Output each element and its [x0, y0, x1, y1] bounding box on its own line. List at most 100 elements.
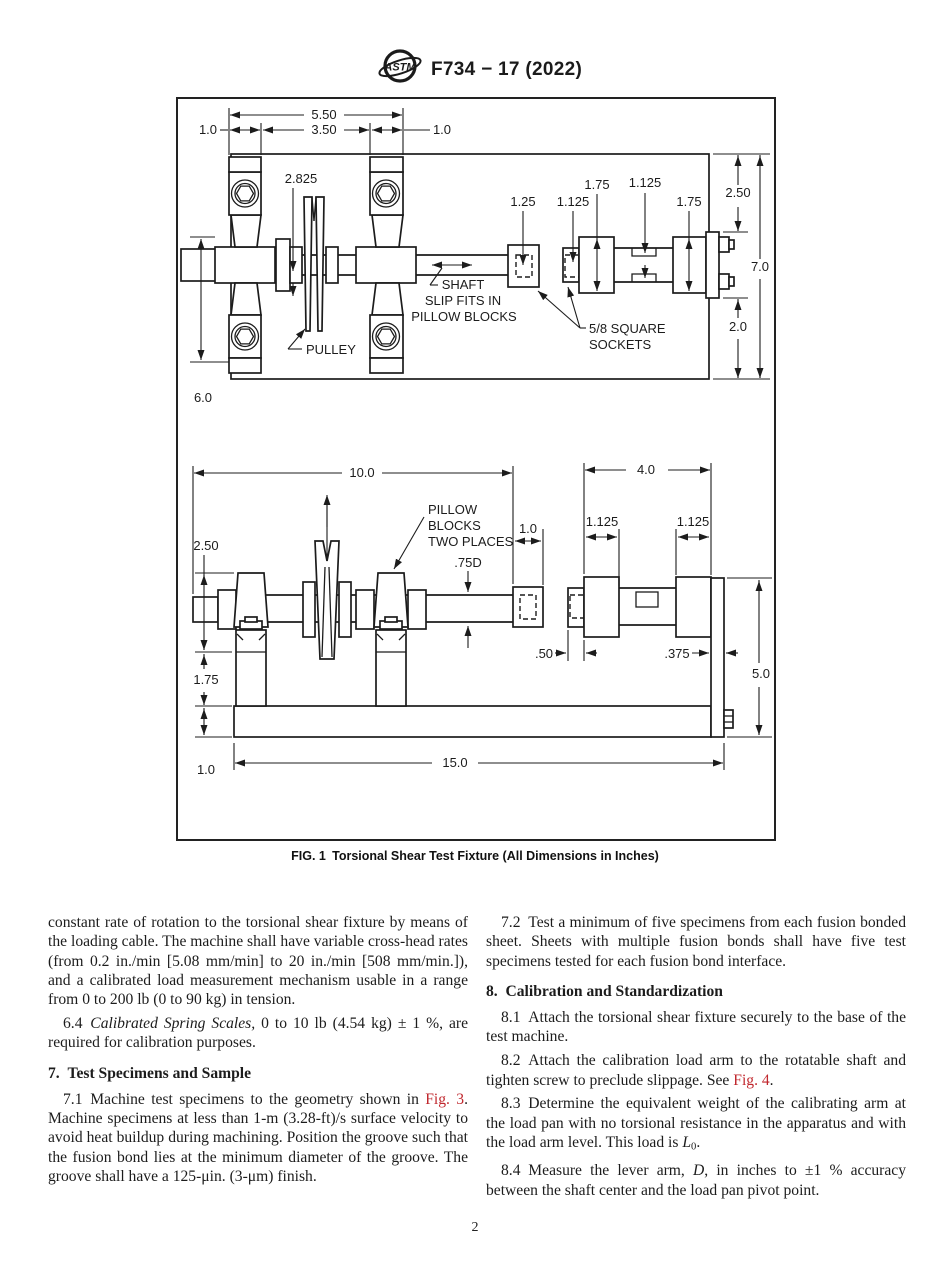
dim-label: 1.125: [586, 514, 619, 529]
text-run: , in inches to ±1 % accuracy between the…: [486, 1162, 906, 1199]
text-run: 8.4 Measure the lever arm,: [501, 1162, 693, 1180]
text-run: Calibrated Spring Scales,: [90, 1014, 256, 1032]
hex-bolt-icon: [376, 328, 396, 345]
pillow-block-left-front: [233, 572, 269, 641]
shaft-stub: [180, 248, 217, 282]
figure-link[interactable]: Fig. 3: [425, 1090, 465, 1108]
dim-label: 1.125: [557, 194, 590, 209]
text-run: 8.2 Attach the calibration load arm to t…: [486, 1052, 906, 1089]
paragraph: 7.1 Machine test specimens to the geomet…: [48, 1090, 468, 1186]
dim-label: 1.75: [193, 672, 218, 687]
astm-logo-icon: ASTM: [378, 49, 422, 83]
dim-label: 1.125: [677, 514, 710, 529]
hex-bolt-icon: [235, 328, 255, 345]
figure-1: 5.50 1.0 3.50 1.0 2.825 6.0 1.25: [176, 97, 776, 841]
dim-label: 1.125: [629, 175, 662, 190]
text-run: 8.1 Attach the torsional shear fixture s…: [486, 1009, 906, 1046]
end-plate-front: [710, 577, 725, 738]
paragraph: 8.3 Determine the equivalent weight of t…: [486, 1094, 906, 1157]
text-run: .: [696, 1133, 701, 1151]
sockets-label: SOCKETS: [589, 337, 651, 352]
page-number: 2: [471, 1220, 479, 1235]
dim-label: .50: [535, 646, 553, 661]
pulley-plan: [275, 196, 339, 332]
column-left: constant rate of rotation to the torsion…: [48, 913, 468, 1191]
dim-label: 2.50: [725, 185, 750, 200]
bottom-view: 10.0 4.0 2.50 1.75 1.0: [192, 462, 772, 777]
dim-label: 1.0: [197, 762, 215, 777]
figure-border: [176, 97, 776, 841]
specimen-assembly-front: [567, 576, 734, 738]
text-run: D: [693, 1162, 705, 1180]
paragraph: 8.1 Attach the torsional shear fixture s…: [486, 1008, 906, 1047]
text-run: 6.4: [63, 1014, 91, 1032]
shaft-stub: [192, 596, 219, 623]
text-run: 0: [691, 1141, 697, 1153]
text-run: 7. Test Specimens and Sample: [48, 1064, 252, 1082]
dim-label: 4.0: [637, 462, 655, 477]
text-run: 7.2 Test a minimum of five specimens fro…: [486, 914, 906, 970]
pillow-blocks-label: BLOCKS: [428, 518, 481, 533]
page-header: ASTM F734 − 17 (2022): [0, 46, 950, 96]
section-heading: 7. Test Specimens and Sample: [48, 1064, 468, 1083]
paragraph: constant rate of rotation to the torsion…: [48, 913, 468, 1009]
pillow-blocks-label: TWO PLACES: [428, 534, 514, 549]
square-socket-1: [507, 244, 540, 288]
hex-bolt-icon: [376, 185, 396, 202]
dim-label: 1.0: [433, 122, 451, 137]
shaft-label: SHAFT: [442, 277, 485, 292]
dim-label: 15.0: [442, 755, 467, 770]
text-run: constant rate of rotation to the torsion…: [48, 914, 468, 1009]
dim-label: 10.0: [349, 465, 374, 480]
shaft-label: PILLOW BLOCKS: [411, 309, 517, 324]
paragraph: 7.2 Test a minimum of five specimens fro…: [486, 913, 906, 971]
dim-label: 3.50: [311, 122, 336, 137]
paragraph: 8.4 Measure the lever arm, D, in inches …: [486, 1161, 906, 1200]
text-run: 7.1 Machine test specimens to the geomet…: [63, 1090, 426, 1108]
dim-label: .75D: [454, 555, 481, 570]
dim-label: 1.0: [199, 122, 217, 137]
socket-and-specimen-plan: [507, 231, 735, 299]
pillow-block-right-front: [373, 572, 409, 641]
text-run: 8.3 Determine the equivalent weight of t…: [486, 1095, 906, 1151]
dim-label: 1.75: [584, 177, 609, 192]
sockets-label: 5/8 SQUARE: [589, 321, 666, 336]
text-run: L: [682, 1133, 692, 1151]
dim-label: 1.0: [519, 521, 537, 536]
column-right: 7.2 Test a minimum of five specimens fro…: [486, 913, 906, 1205]
dim-label: 6.0: [194, 390, 212, 405]
top-view: 5.50 1.0 3.50 1.0 2.825 6.0 1.25: [180, 107, 770, 405]
text-run: 8. Calibration and Standardization: [486, 982, 723, 1000]
end-bracket-plan: [705, 231, 720, 299]
paragraph: 6.4 Calibrated Spring Scales, 0 to 10 lb…: [48, 1014, 468, 1053]
dim-label: 5.50: [311, 107, 336, 122]
dim-label: 7.0: [751, 259, 769, 274]
torsional-shear-fixture-drawing: 5.50 1.0 3.50 1.0 2.825 6.0 1.25: [176, 97, 776, 841]
standard-designation: F734 − 17 (2022): [431, 59, 583, 80]
text-run: .: [769, 1071, 774, 1089]
dim-label: 2.0: [729, 319, 747, 334]
pillow-block-left-plan: [214, 156, 276, 374]
dim-label: 2.50: [193, 538, 218, 553]
figure-caption: FIG. 1 Torsional Shear Test Fixture (All…: [291, 849, 659, 863]
base-plate-front: [233, 705, 712, 738]
dim-label: 5.0: [752, 666, 770, 681]
paragraph: 8.2 Attach the calibration load arm to t…: [486, 1051, 906, 1090]
hex-bolt-icon: [235, 185, 255, 202]
astm-logo-text: ASTM: [383, 62, 416, 74]
specimen-groove: [635, 591, 659, 608]
section-heading: 8. Calibration and Standardization: [486, 982, 906, 1001]
pulley-front: [302, 495, 352, 660]
dim-label: .375: [664, 646, 689, 661]
dim-label: 1.25: [510, 194, 535, 209]
pillow-blocks-label: PILLOW: [428, 502, 478, 517]
figure-link[interactable]: Fig. 4: [733, 1071, 770, 1089]
pulley-label: PULLEY: [306, 342, 356, 357]
square-socket-1-front: [512, 586, 544, 628]
text-run: 0 to 10 lb (4.54 kg) ± 1 %, are required…: [48, 1014, 468, 1052]
dim-label: 2.825: [285, 171, 318, 186]
pillow-block-right-plan: [355, 156, 417, 374]
dim-label: 1.75: [676, 194, 701, 209]
shaft-label: SLIP FITS IN: [425, 293, 501, 308]
